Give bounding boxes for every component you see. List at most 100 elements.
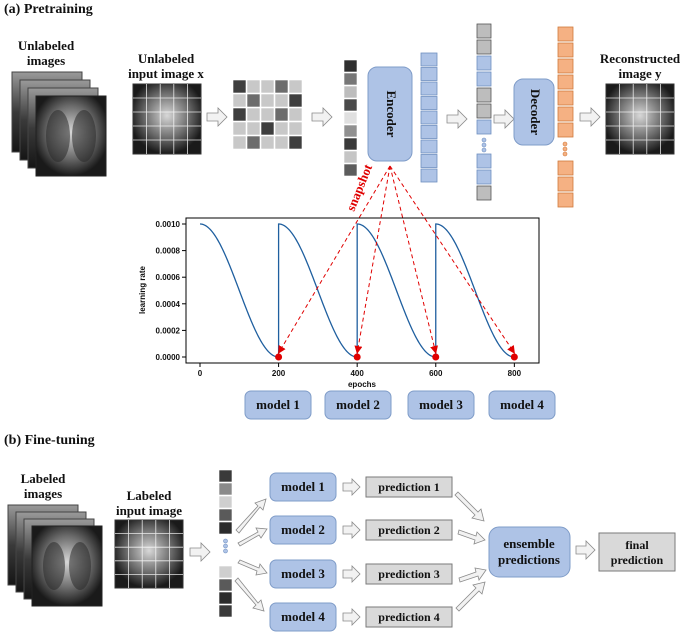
ft-model-3-label: model 3 [281,566,325,581]
ellipsis-dot [481,147,487,153]
decoder-token [557,160,574,176]
mask-token [476,87,492,103]
unlabeled-images-label-2: images [27,53,65,68]
decoder-tokens [557,26,574,208]
x-axis-label: epochs [348,380,377,389]
encoder-token [420,154,438,168]
final-prediction-label-1: final [625,538,649,552]
y-tick-label: 0.0002 [156,326,181,335]
labeled-input-label-2: input image [116,503,182,518]
visible-patch [343,150,358,164]
masked-patch [260,79,275,94]
labeled-images-label-2: images [24,486,62,501]
y-tick-label: 0.0000 [156,353,181,362]
latent-token [476,169,492,185]
x-tick-label: 400 [350,369,364,378]
masked-patch [274,79,289,94]
visible-patch [343,59,358,73]
finetune-patch [218,578,233,592]
masked-patch [260,135,275,150]
masked-patch [288,107,303,122]
ft-model-4-box [269,602,337,632]
labeled-image-stack [7,504,103,607]
mask-token [476,39,492,55]
prediction-4-label: prediction 4 [378,610,439,624]
model-4-label: model 4 [500,397,544,412]
finetune-patch [218,565,233,579]
latent-token [476,55,492,71]
encoder-token [420,125,438,139]
prediction-1-label: prediction 1 [378,480,439,494]
ellipsis-dot [481,142,487,148]
input-image-label-1: Unlabeled [138,51,195,66]
mask-token [476,185,492,201]
model-2-box [324,390,392,420]
encoder-token [420,168,438,183]
visible-patch [343,163,358,177]
ft-model-1-box [269,472,337,502]
prediction-3-box [365,563,453,585]
encoder-token [420,52,438,67]
y-axis-label: learning rate [138,265,147,314]
model-3-box [407,390,475,420]
ft-model-2-box [269,515,337,545]
encoder-token [420,67,438,81]
decoder-token [557,90,574,106]
decoder-label: Decoder [528,89,543,135]
decoder-token [557,122,574,138]
masked-patch [260,93,275,108]
encoder-box [367,66,413,162]
masked-patch [232,107,247,122]
masked-patch [246,135,261,150]
ensemble-label-2: predictions [498,552,560,567]
snapshot-arrow [389,165,515,354]
snapshot-point [432,353,440,361]
decoder-token [557,192,574,208]
section-title-finetuning: (b) Fine-tuning [4,433,95,448]
visible-patch [343,85,358,99]
arrow-right-2 [311,107,333,127]
input-image-label-2: input image x [128,66,204,81]
full-token-column [476,23,492,201]
y-tick-label: 0.0004 [156,300,181,309]
mask-token [476,23,492,39]
final-prediction-box [598,532,676,572]
masked-patch [232,79,247,94]
lr-curve [199,223,515,358]
fanout-arrows [234,498,268,612]
ensemble-box [488,526,571,578]
ellipsis-dot [223,538,228,544]
finetune-patch [218,469,233,483]
encoder-token [420,96,438,110]
reconstructed-label-1: Reconstructed [600,51,681,66]
x-tick-label: 800 [508,369,522,378]
finetune-patch-column [218,469,233,618]
model-1-label: model 1 [256,397,300,412]
decoder-token [557,106,574,122]
x-tick-label: 0 [198,369,203,378]
visible-patch [343,98,358,112]
masked-patch [274,107,289,122]
ellipsis-dot [481,137,487,143]
finetune-patch [218,521,233,535]
encoder-token [420,81,438,96]
snapshot-arrows [278,165,515,354]
visible-patch [343,72,358,86]
masked-patches [232,79,303,150]
input-image-x [132,83,202,155]
masked-patch [274,93,289,108]
ellipsis-dot [562,151,568,157]
visible-patch [343,111,358,125]
decoder-token [557,42,574,58]
masked-patch [246,79,261,94]
visible-patch-column [343,59,358,177]
finetune-patch [218,508,233,522]
finetune-patch [218,495,233,509]
visible-patch [343,124,358,138]
prediction-2-label: prediction 2 [378,523,439,537]
final-prediction-label-2: prediction [611,553,664,567]
masked-patch [274,135,289,150]
snapshot-arrow [278,165,391,354]
finetune-model-column: model 1 model 2 model 3 model 4 [269,472,337,632]
